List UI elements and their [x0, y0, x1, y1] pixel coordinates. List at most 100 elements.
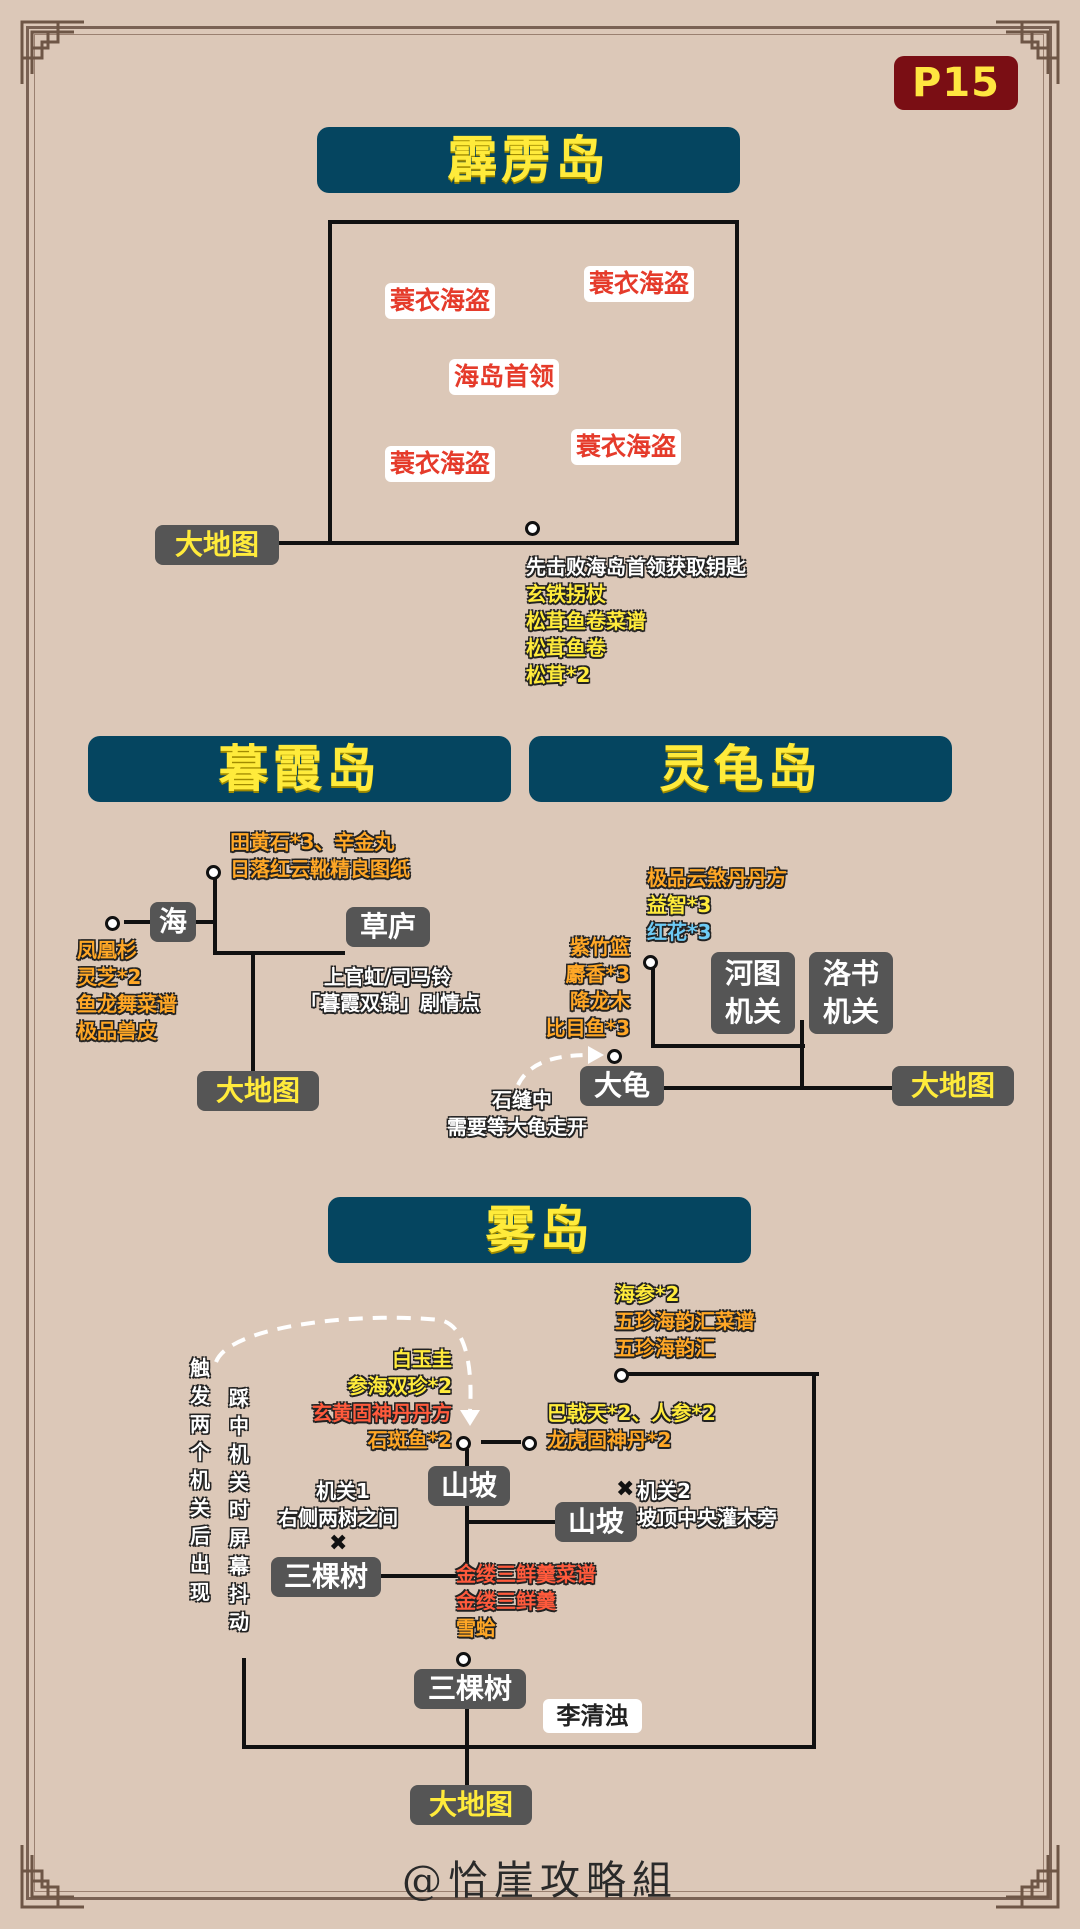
vertical-note: 触发两个机关后出现 — [190, 1356, 210, 1604]
loot-item: 松茸鱼卷菜谱 — [526, 609, 646, 633]
section-title-muxia: 暮霞岛 — [88, 736, 511, 802]
loot-item: 鱼龙舞菜谱 — [77, 992, 177, 1016]
loot-item: 龙虎固神丹*2 — [547, 1428, 672, 1452]
map-line — [812, 1372, 816, 1749]
map-line — [270, 541, 739, 545]
switch-label: 机关2 — [637, 1479, 691, 1503]
loot-item: 灵芝*2 — [77, 965, 142, 989]
exit-world-map-muxia[interactable]: 大地图 — [197, 1071, 319, 1111]
map-line — [651, 1044, 805, 1048]
map-line — [628, 1372, 819, 1376]
map-line — [124, 920, 152, 924]
loot-item: 金缕三鲜羹 — [456, 1589, 556, 1613]
corner-ornament-icon — [996, 20, 1060, 84]
node-slope-2[interactable]: 山坡 — [555, 1502, 637, 1542]
event-text: 上官虹/司马铃 — [324, 965, 452, 989]
loot-item: 五珍海韵汇 — [615, 1336, 715, 1360]
dashed-arrow-icon — [516, 1046, 604, 1086]
boss-label: 海岛首领 — [449, 359, 560, 395]
chest-point — [522, 1436, 537, 1451]
corner-ornament-icon — [996, 1845, 1060, 1909]
node-slope-1[interactable]: 山坡 — [428, 1466, 510, 1506]
loot-item: 极品兽皮 — [77, 1019, 157, 1043]
chest-point — [456, 1436, 471, 1451]
chest-point — [607, 1049, 622, 1064]
node-three-trees-1[interactable]: 三棵树 — [271, 1557, 381, 1597]
exit-world-map-wu[interactable]: 大地图 — [410, 1785, 532, 1825]
section-title-linggui: 灵龟岛 — [529, 736, 952, 802]
loot-item: 麝香*3 — [565, 962, 630, 986]
switch-label: 右侧两树之间 — [278, 1506, 398, 1530]
chest-point — [643, 955, 658, 970]
enemy-label: 蓑衣海盗 — [385, 446, 496, 482]
node-three-trees-2[interactable]: 三棵树 — [414, 1669, 526, 1709]
chest-point — [105, 916, 120, 931]
enemy-label: 蓑衣海盗 — [584, 266, 695, 302]
map-line — [213, 878, 217, 954]
enemy-label: 蓑衣海盗 — [571, 429, 682, 465]
corner-ornament-icon — [20, 1845, 84, 1909]
node-hetu-switch[interactable]: 河图 机关 — [711, 952, 795, 1034]
map-line — [328, 220, 739, 224]
loot-item: 松茸*2 — [526, 663, 591, 687]
loot-item: 红花*3 — [647, 920, 712, 944]
dashed-arrow-icon — [214, 1315, 480, 1426]
switch-label: 机关1 — [316, 1479, 370, 1503]
corner-ornament-icon — [20, 20, 84, 84]
loot-item: 金缕三鲜羹菜谱 — [456, 1562, 596, 1586]
npc-li-qingzhuo[interactable]: 李清浊 — [543, 1699, 642, 1733]
enemy-label: 蓑衣海盗 — [385, 283, 496, 319]
exit-world-map-pili[interactable]: 大地图 — [155, 525, 279, 565]
map-line — [800, 1020, 804, 1090]
loot-item: 玄铁拐杖 — [526, 582, 606, 606]
loot-item: 日落红云靴精良图纸 — [230, 857, 410, 881]
loot-item: 石斑鱼*2 — [367, 1428, 452, 1452]
map-line — [735, 220, 739, 545]
section-title-wu: 雾岛 — [328, 1197, 751, 1263]
page-number-badge: P15 — [894, 56, 1018, 110]
map-line — [213, 951, 345, 955]
exit-world-map-linggui[interactable]: 大地图 — [892, 1066, 1014, 1106]
loot-item: 田黄石*3、辛金丸 — [230, 830, 395, 854]
loot-item: 雪蛤 — [456, 1616, 496, 1640]
loot-item: 白玉圭 — [392, 1347, 452, 1371]
map-line — [380, 1574, 466, 1578]
map-line — [328, 220, 332, 545]
note-text: 先击败海岛首领获取钥匙 — [526, 555, 746, 579]
note-text: 石缝中 — [492, 1088, 552, 1112]
map-line — [481, 1440, 521, 1444]
switch-marker-icon: ✖ — [329, 1531, 348, 1556]
node-hut[interactable]: 草庐 — [346, 907, 430, 947]
section-title-pili: 霹雳岛 — [317, 127, 740, 193]
node-big-turtle[interactable]: 大龟 — [580, 1066, 664, 1106]
map-line — [465, 1520, 469, 1580]
chest-point — [456, 1652, 471, 1667]
loot-item: 比目鱼*3 — [545, 1016, 630, 1040]
loot-item: 极品云煞丹丹方 — [647, 866, 787, 890]
node-luoshu-switch[interactable]: 洛书 机关 — [809, 952, 893, 1034]
note-text: 需要等大龟走开 — [447, 1115, 587, 1139]
loot-item: 海参*2 — [615, 1282, 680, 1306]
event-text: 「暮霞双锦」剧情点 — [300, 991, 480, 1015]
map-line — [465, 1520, 556, 1524]
switch-marker-icon: ✖ — [616, 1477, 635, 1502]
loot-item: 紫竹篮 — [570, 935, 630, 959]
loot-item: 五珍海韵汇菜谱 — [615, 1309, 755, 1333]
vertical-note: 踩中机关时屏幕抖动 — [229, 1386, 249, 1634]
map-line — [651, 967, 655, 1047]
loot-item: 参海双珍*2 — [347, 1374, 452, 1398]
author-signature: @恰崖攻略組 — [402, 1858, 678, 1904]
loot-item: 松茸鱼卷 — [526, 636, 606, 660]
map-line — [465, 1709, 469, 1789]
loot-item: 凤凰杉 — [77, 938, 137, 962]
map-line — [251, 951, 255, 1076]
loot-item: 益智*3 — [647, 893, 712, 917]
loot-item: 巴戟天*2、人参*2 — [547, 1401, 716, 1425]
node-sea[interactable]: 海 — [150, 902, 196, 942]
map-line — [195, 920, 215, 924]
map-line — [242, 1658, 246, 1749]
map-line — [662, 1086, 898, 1090]
page-inner-border — [34, 34, 1044, 1892]
loot-item: 降龙木 — [570, 989, 630, 1013]
